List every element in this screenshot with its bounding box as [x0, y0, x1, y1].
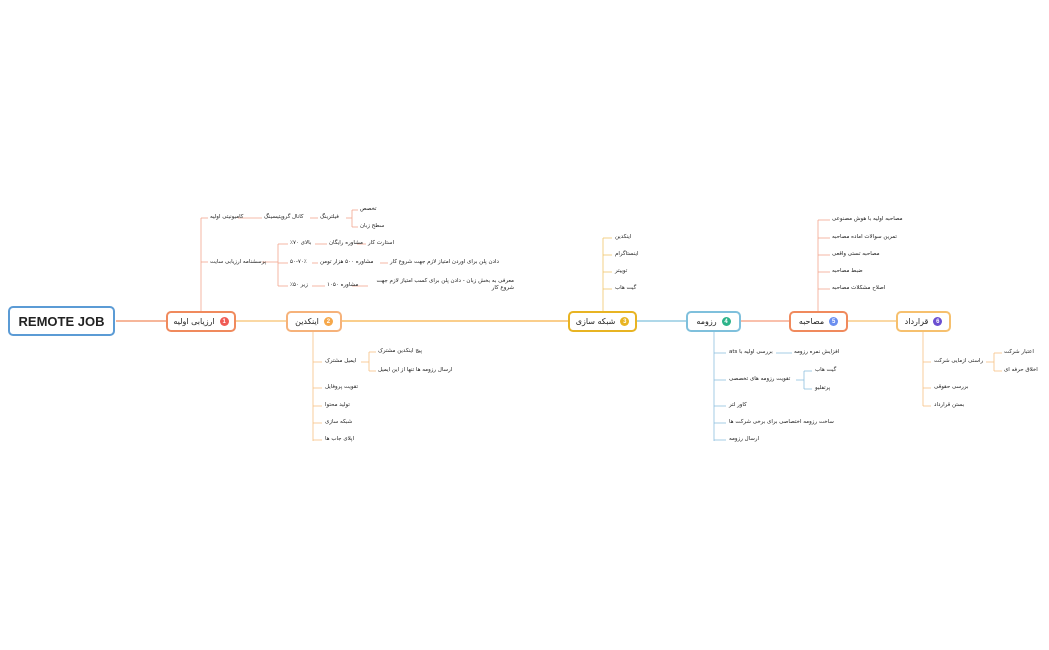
topic-github[interactable]: گیت هاب	[615, 285, 637, 291]
topic-channel[interactable]: کانال گروپتیسینگ	[264, 214, 304, 220]
node-evaluation[interactable]: 1 ارزیابی اولیه	[166, 311, 236, 332]
node-linkedin[interactable]: 2 اینکدین	[286, 311, 342, 332]
topic-consult-1050[interactable]: مشاوره ۱۰۵۰	[327, 282, 359, 288]
topic-apply-jobs[interactable]: اپلای جاب ها	[325, 436, 354, 442]
topic-plan-1[interactable]: دادن پلن برای اوردن امتیاز لازم جهت شروع…	[390, 259, 499, 265]
topic-company-verify[interactable]: راستی ازمایی شرکت	[934, 358, 984, 364]
root-node[interactable]: REMOTE JOB	[8, 306, 115, 336]
topic-send-resume[interactable]: ارسال رزومه	[729, 436, 760, 442]
topic-content[interactable]: تولید محتوا	[325, 402, 350, 408]
topic-practice-questions[interactable]: تمرین سوالات اماده مصاحبه	[832, 234, 897, 240]
node-interview[interactable]: 5 مصاحبه	[789, 311, 848, 332]
node-label: مصاحبه	[798, 317, 825, 326]
topic-specialty[interactable]: تخصص	[360, 206, 377, 212]
topic-consult-500[interactable]: مشاوره ۵۰۰ هزار تومن	[320, 259, 374, 265]
node-number-badge: 6	[933, 317, 943, 326]
topic-community[interactable]: کامیونیتی اولیه	[210, 214, 244, 220]
node-label: شبکه سازی	[575, 317, 616, 326]
topic-shared-page[interactable]: پیج اینکدین مشترک	[378, 348, 423, 354]
topic-50-70[interactable]: ۵۰-۷۰٪	[290, 259, 307, 265]
topic-send-resume-email[interactable]: ارسال رزومه ها تنها از این ایمیل	[378, 367, 453, 373]
topic-below-50[interactable]: زیر ۵۰٪	[290, 282, 308, 288]
node-number-badge: 1	[219, 317, 229, 326]
node-number-badge: 4	[721, 317, 731, 326]
topic-legal-review[interactable]: بررسی حقوقی	[934, 384, 969, 390]
node-label: اینکدین	[295, 317, 319, 326]
topic-free-consult[interactable]: مشاوره رایگان	[329, 240, 363, 246]
node-networking[interactable]: 3 شبکه سازی	[568, 311, 637, 332]
topic-score[interactable]: افزایش نمره رزومه	[794, 349, 840, 355]
topic-portfolio[interactable]: پرتفلیو	[815, 385, 831, 391]
topic-twitter[interactable]: توییتر	[615, 268, 628, 274]
node-resume[interactable]: 4 رزومه	[686, 311, 741, 332]
topic-start-work[interactable]: استارت کار	[368, 240, 395, 246]
node-number-badge: 2	[323, 317, 333, 326]
topic-shared-email[interactable]: ایمیل مشترک	[325, 358, 357, 364]
topic-specialized-resume[interactable]: تقویت رزومه های تخصصی	[729, 376, 791, 382]
topic-custom-resume[interactable]: ساخت رزومه اختصاصی برای برخی شرکت ها	[729, 419, 834, 425]
topic-fix-issues[interactable]: اصلاح مشکلات مصاحبه	[832, 285, 886, 291]
node-number-badge: 3	[620, 317, 630, 326]
topic-ats[interactable]: بررسی اولیه با ats	[729, 349, 773, 355]
topic-instagram[interactable]: اینستاگرام	[615, 251, 639, 257]
topic-sign-contract[interactable]: بستن قرارداد	[934, 402, 965, 408]
topic-networking[interactable]: شبکه سازی	[325, 419, 353, 425]
topic-mock-interview[interactable]: مصاحبه تستی واقعی	[832, 251, 880, 257]
topic-language-level[interactable]: سطح زبان	[360, 223, 385, 229]
node-label: رزومه	[696, 317, 717, 326]
node-label: قرارداد	[904, 317, 929, 326]
node-number-badge: 5	[829, 317, 839, 326]
topic-record-interview[interactable]: ضبط مصاحبه	[832, 268, 863, 274]
topic-cover-letter[interactable]: کاور لتر	[729, 402, 747, 408]
topic-resume-github[interactable]: گیت هاب	[815, 367, 837, 373]
node-contract[interactable]: 6 قرارداد	[896, 311, 951, 332]
topic-company-credit[interactable]: اعتبار شرکت	[1004, 349, 1034, 355]
topic-above-70[interactable]: بالای ۷۰٪	[290, 240, 312, 246]
topic-plan-2[interactable]: معرفی به بخش زبان - دادن پلن برای کسب ام…	[376, 278, 514, 291]
topic-questionnaire[interactable]: پرسشنامه ارزیابی سایت	[210, 259, 267, 265]
node-label: ارزیابی اولیه	[173, 317, 215, 326]
topic-profile[interactable]: تقویت پروفایل	[325, 384, 359, 390]
topic-linkedin[interactable]: اینکدین	[615, 234, 632, 240]
topic-ai-interview[interactable]: مصاحبه اولیه با هوش مصنوعی	[832, 216, 903, 222]
topic-filtering[interactable]: فیلترینگ	[320, 214, 339, 220]
topic-ethics[interactable]: اخلاق حرفه ای	[1004, 367, 1038, 373]
